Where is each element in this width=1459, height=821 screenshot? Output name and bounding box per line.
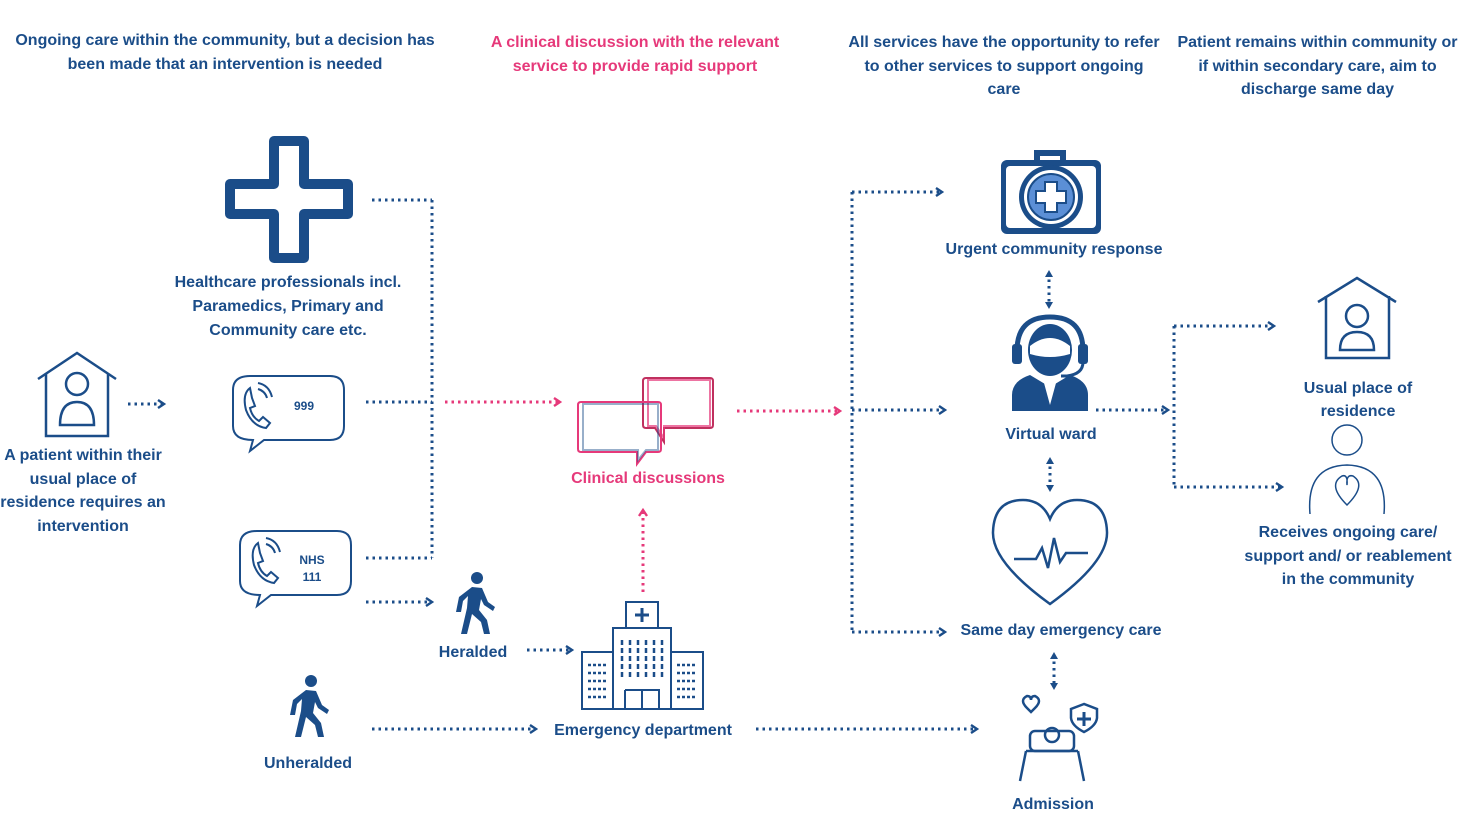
emergency-department-label: Emergency department bbox=[554, 722, 732, 739]
nhs-label: NHS bbox=[299, 553, 325, 567]
speech-bubbles-icon bbox=[577, 377, 714, 467]
urgent-community-response-label: Urgent community response bbox=[945, 241, 1163, 258]
unheralded-label: Unheralded bbox=[263, 755, 352, 772]
healthcare-professionals-label: Healthcare professionals incl. Paramedic… bbox=[174, 274, 402, 339]
heart-pulse-icon bbox=[991, 498, 1109, 606]
usual-place-label: Usual place of residence bbox=[1303, 380, 1413, 420]
walking-person-icon-heralded bbox=[456, 572, 495, 634]
heralded-label: Heralded bbox=[438, 644, 508, 661]
phone-bubble-icon-111 bbox=[239, 530, 352, 609]
header-ongoing-care: Ongoing care within the community, but a… bbox=[15, 32, 435, 73]
same-day-emergency-care-label: Same day emergency care bbox=[960, 622, 1162, 639]
phone-bubble-icon-999 bbox=[232, 375, 345, 454]
nhs-111-label: 111 bbox=[302, 570, 322, 584]
hospital-bed-icon bbox=[1018, 694, 1099, 782]
header-all-services: All services have the opportunity to ref… bbox=[848, 34, 1160, 98]
patient-label: A patient within their usual place of re… bbox=[0, 447, 166, 535]
medical-kit-icon bbox=[1001, 150, 1101, 234]
connector-lines bbox=[128, 187, 1285, 734]
header-patient-remains: Patient remains within community or if w… bbox=[1177, 34, 1458, 98]
medical-cross-icon bbox=[225, 136, 353, 263]
virtual-ward-label: Virtual ward bbox=[1005, 426, 1097, 443]
person-heart-icon bbox=[1308, 424, 1386, 515]
hospital-building-icon bbox=[581, 601, 704, 710]
headset-agent-icon bbox=[1012, 314, 1088, 411]
pink-connector-lines bbox=[445, 397, 843, 592]
ongoing-care-label: Receives ongoing care/ support and/ or r… bbox=[1244, 524, 1452, 588]
admission-label: Admission bbox=[1012, 796, 1094, 813]
walking-person-icon-unheralded bbox=[290, 675, 329, 737]
house-person-icon-discharge bbox=[1317, 276, 1397, 360]
header-clinical-discussion: A clinical discussion with the relevant … bbox=[490, 34, 780, 75]
call-999-label: 999 bbox=[293, 399, 315, 413]
house-person-icon bbox=[37, 351, 117, 438]
clinical-discussions-label: Clinical discussions bbox=[571, 470, 725, 487]
